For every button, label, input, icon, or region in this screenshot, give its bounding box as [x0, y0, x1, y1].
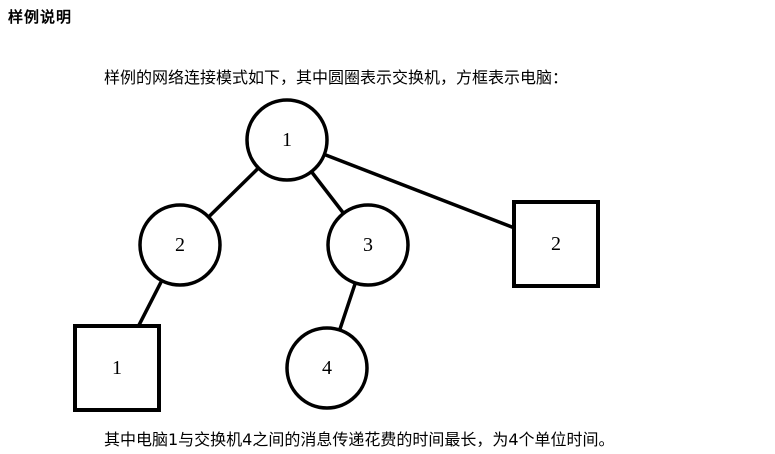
switch-3-node: 3	[326, 203, 410, 287]
switch-4-node: 4	[285, 326, 369, 410]
computer-1-label: 1	[112, 357, 122, 379]
computer-2-box	[512, 200, 600, 288]
switch-1-label: 1	[282, 129, 292, 151]
switch-3-label: 3	[363, 234, 373, 256]
edge-switch-1-computer-2	[286, 138, 557, 246]
computer-2-label: 2	[551, 233, 561, 255]
nodes-layer: 1 2 3 4 1 2	[73, 98, 600, 412]
switch-4-circle	[285, 326, 369, 410]
switch-2-node: 2	[138, 203, 222, 287]
computer-1-box	[73, 324, 161, 412]
computer-1-node: 1	[73, 324, 161, 412]
section-heading: 样例说明	[8, 8, 73, 26]
switch-1-node: 1	[245, 98, 329, 182]
switch-4-label: 4	[322, 357, 332, 379]
switch-2-circle	[138, 203, 222, 287]
computer-2-node: 2	[512, 200, 600, 288]
intro-text: 样例的网络连接模式如下，其中圆圈表示交换机，方框表示电脑：	[104, 68, 569, 87]
switch-2-label: 2	[175, 234, 185, 256]
switch-1-circle	[245, 98, 329, 182]
conclusion-text: 其中电脑1与交换机4之间的消息传递花费的时间最长，为4个单位时间。	[104, 430, 615, 449]
switch-3-circle	[326, 203, 410, 287]
